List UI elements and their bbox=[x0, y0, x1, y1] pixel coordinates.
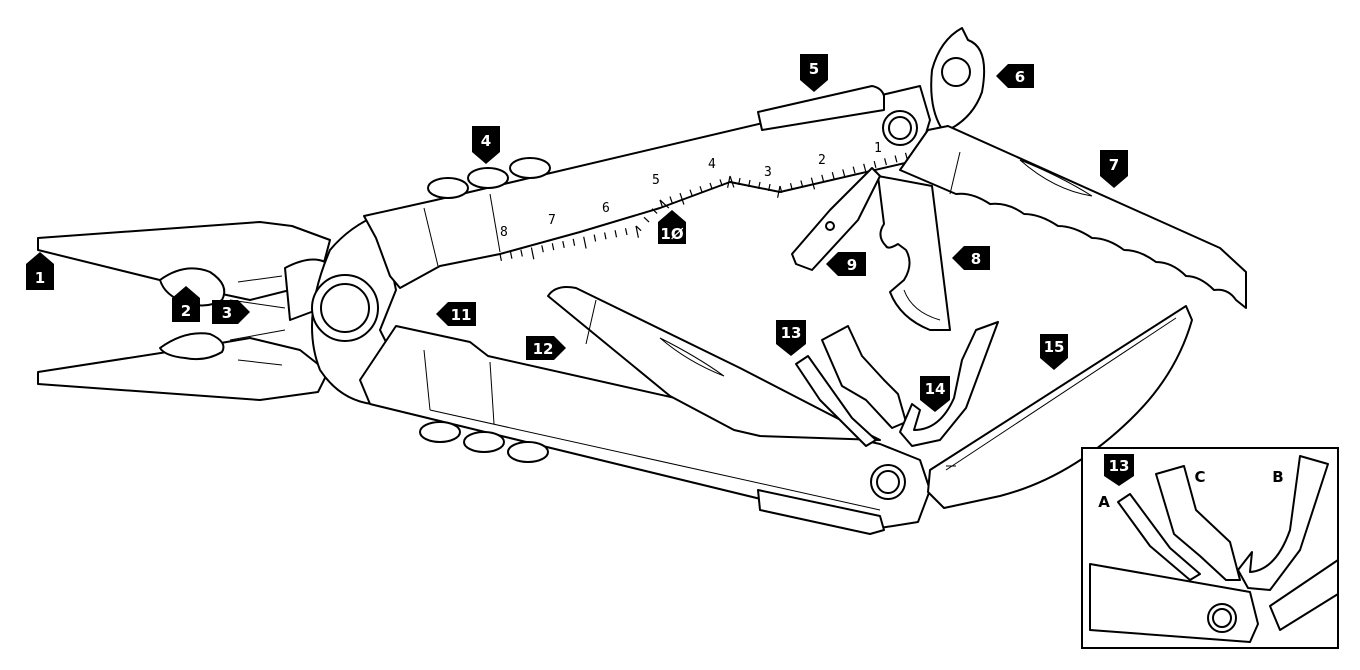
lower-handle bbox=[359, 325, 931, 535]
ruler-tick bbox=[738, 177, 741, 186]
ruler-tick bbox=[499, 253, 502, 262]
ruler-tick bbox=[541, 245, 544, 253]
callout-12: 12 bbox=[526, 336, 566, 360]
inset-label-b: B bbox=[1272, 468, 1283, 486]
screwdriver bbox=[791, 167, 881, 271]
ruler-mark: 1 bbox=[874, 141, 882, 156]
callout-label: 4 bbox=[481, 132, 491, 150]
callout-label: 15 bbox=[1044, 338, 1065, 356]
can-opener bbox=[899, 321, 999, 447]
callout-1: 1 bbox=[26, 252, 54, 290]
callout-13: 13 bbox=[776, 320, 806, 356]
ruler-tick bbox=[831, 172, 835, 180]
ruler-tick bbox=[583, 236, 587, 249]
ruler-tick bbox=[894, 155, 898, 163]
ruler-tick bbox=[551, 243, 555, 251]
inset-callout-label: 13 bbox=[1109, 457, 1130, 475]
callout-label: 12 bbox=[533, 340, 554, 358]
callout-15: 15 bbox=[1040, 334, 1068, 370]
ruler-tick bbox=[520, 249, 523, 257]
ruler-tick bbox=[719, 179, 723, 187]
ruler-tick bbox=[810, 177, 816, 190]
ruler-mark: 2 bbox=[818, 153, 826, 168]
ruler-tick bbox=[884, 158, 887, 166]
ruler-tick bbox=[572, 238, 576, 246]
callout-9: 9 bbox=[826, 252, 866, 276]
ruler-tick bbox=[624, 228, 628, 236]
ruler-tick bbox=[651, 208, 658, 214]
callout-6: 6 bbox=[996, 64, 1034, 88]
ruler-tick bbox=[727, 175, 731, 188]
upper-handle bbox=[363, 85, 931, 289]
callout-label: 7 bbox=[1109, 156, 1119, 174]
ruler-tick bbox=[593, 234, 597, 242]
knife-blade bbox=[547, 286, 881, 441]
large-blade bbox=[927, 305, 1193, 509]
callout-label: 3 bbox=[222, 304, 232, 322]
ruler-tick bbox=[530, 247, 535, 260]
callout-5: 5 bbox=[800, 54, 828, 92]
small-tools bbox=[795, 325, 907, 447]
inset-detail: 13 A B C bbox=[1081, 447, 1339, 649]
ruler-mark: 4 bbox=[708, 157, 716, 172]
ruler-tick bbox=[709, 182, 713, 190]
lanyard-ring bbox=[930, 27, 986, 133]
ruler-tick bbox=[643, 216, 650, 223]
ruler-tick bbox=[699, 186, 703, 194]
callout-label: 2 bbox=[181, 302, 191, 320]
ruler-tick bbox=[777, 185, 781, 198]
ruler-tick bbox=[768, 183, 771, 192]
serrated-blade bbox=[899, 125, 1247, 309]
callout-label: 1 bbox=[35, 269, 45, 287]
ruler-tick bbox=[852, 166, 856, 174]
ruler-ticks bbox=[499, 149, 920, 262]
ruler-tick bbox=[689, 189, 693, 197]
callout-11: 11 bbox=[436, 302, 476, 326]
ruler-mark: 5 bbox=[652, 173, 660, 188]
ruler-tick bbox=[669, 196, 673, 204]
ruler-tick bbox=[873, 160, 877, 168]
ruler-tick bbox=[562, 240, 565, 249]
ruler-tick bbox=[821, 174, 825, 182]
ruler-tick bbox=[748, 179, 751, 188]
ruler-tick bbox=[800, 180, 804, 188]
callout-2: 2 bbox=[172, 286, 200, 322]
ruler-mark: 6 bbox=[602, 201, 610, 216]
callout-3: 3 bbox=[212, 300, 250, 324]
ruler-tick bbox=[604, 232, 607, 240]
ruler-tick bbox=[614, 230, 618, 238]
callout-label: 13 bbox=[781, 324, 802, 342]
ruler-tick bbox=[635, 225, 642, 232]
callout-label: 8 bbox=[971, 250, 981, 268]
ruler-tick bbox=[789, 183, 793, 191]
inset-label-c: C bbox=[1194, 468, 1205, 486]
ruler-tick bbox=[842, 169, 846, 177]
callout-label: 1Ø bbox=[660, 225, 683, 243]
callout-label: 9 bbox=[847, 256, 857, 274]
ruler-tick bbox=[679, 192, 685, 205]
ruler-tick bbox=[509, 251, 513, 259]
ruler: 1 2 3 4 5 6 7 8 bbox=[499, 141, 920, 262]
ruler-mark: 8 bbox=[500, 225, 508, 240]
ruler-tick bbox=[659, 199, 670, 209]
ruler-mark: 7 bbox=[548, 213, 556, 228]
inset-label-a: A bbox=[1098, 493, 1110, 511]
callout-label: 11 bbox=[451, 306, 472, 324]
callout-7: 7 bbox=[1100, 150, 1128, 188]
bottle-opener bbox=[877, 175, 951, 331]
callout-10: 1Ø bbox=[658, 210, 686, 244]
ruler-tick bbox=[729, 175, 735, 188]
callout-label: 14 bbox=[925, 380, 946, 398]
callout-label: 6 bbox=[1015, 68, 1025, 86]
callout-14: 14 bbox=[920, 376, 950, 412]
callout-4: 4 bbox=[472, 126, 500, 164]
ruler-mark: 3 bbox=[764, 165, 772, 180]
inset-drawing bbox=[1089, 455, 1339, 643]
callout-label: 5 bbox=[809, 60, 819, 78]
ruler-tick bbox=[635, 225, 639, 238]
inset-callout-13: 13 bbox=[1104, 454, 1134, 486]
ruler-tick bbox=[758, 181, 761, 190]
callout-8: 8 bbox=[952, 246, 990, 270]
